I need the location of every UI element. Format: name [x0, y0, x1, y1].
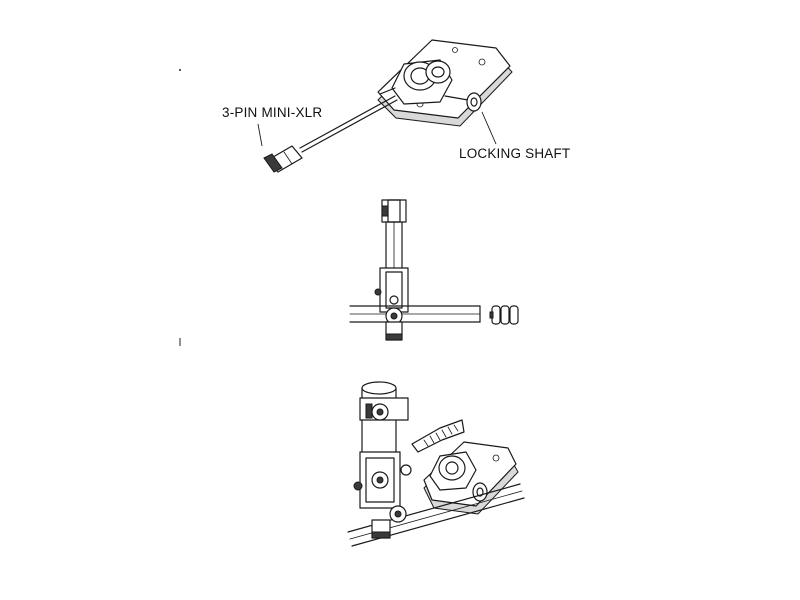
mini-xlr-cable	[299, 87, 398, 153]
detached-cylinders	[489, 305, 519, 325]
locking-shaft-knob	[444, 92, 482, 112]
bottom-cap	[385, 321, 403, 341]
lower-pole-clamp	[353, 451, 412, 509]
lower-bottom-cap	[371, 519, 391, 539]
panel-1-mount-with-cable: 3-PIN MINI-XLR LOCKING SHAFT	[222, 39, 570, 173]
lower-crossbar-knob	[389, 505, 407, 523]
horizontal-crossbar	[349, 305, 481, 323]
upper-pole-clamp	[359, 397, 409, 421]
direction-arrow	[411, 419, 465, 453]
vertical-tube	[385, 221, 403, 273]
panel-3-slide-on	[347, 381, 525, 547]
locking-shaft-leader	[481, 111, 497, 145]
top-clip	[381, 199, 407, 223]
mini-xlr-connector	[263, 145, 303, 173]
pole-clamp-body	[374, 267, 409, 313]
connector-leader	[257, 123, 263, 147]
scan-speck	[179, 69, 181, 71]
connector-callout: 3-PIN MINI-XLR	[222, 105, 322, 120]
locking-shaft-callout: LOCKING SHAFT	[459, 146, 570, 161]
clamp-block	[391, 59, 453, 105]
panel-2-pole-mount	[349, 199, 519, 341]
